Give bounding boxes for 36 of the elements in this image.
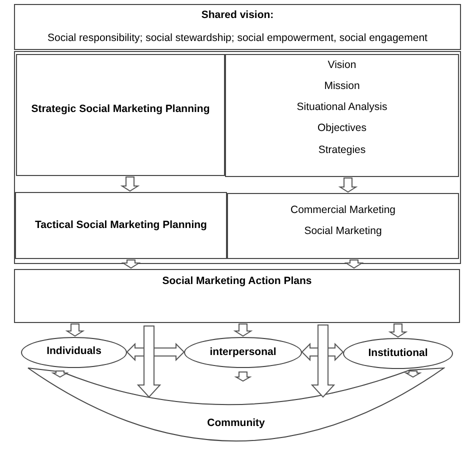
node-label: Mission [324, 80, 360, 94]
node-label: Shared vision: [201, 9, 274, 22]
node-label: Objectives [317, 122, 367, 136]
node-label: Institutional [368, 346, 428, 360]
block-arrow [234, 372, 252, 382]
node-label: Social responsibility; social stewardship; social empowerment, social engagement [48, 32, 428, 45]
node-label: Commercial Marketing [290, 204, 396, 218]
node-label: Social Marketing [304, 225, 382, 238]
text-box [227, 193, 459, 259]
node-label: interpersonal [210, 346, 276, 360]
block-arrow [388, 324, 408, 338]
node-label: Vision [328, 59, 356, 72]
block-arrow [65, 324, 85, 337]
block-arrow [338, 178, 358, 193]
block-arrow [233, 324, 253, 337]
text-box [15, 192, 227, 259]
node-label: Strategies [318, 144, 366, 157]
text-box [14, 269, 460, 323]
text-box [16, 54, 225, 176]
node-label: Tactical Social Marketing Planning [35, 218, 207, 232]
node-label: Strategic Social Marketing Planning [31, 103, 210, 116]
arc-band [27, 366, 445, 442]
block-arrow [136, 326, 162, 398]
block-arrow [344, 260, 364, 269]
node-label: Individuals [46, 344, 102, 358]
block-arrow [404, 370, 422, 378]
block-arrow [310, 324, 336, 398]
frame-border [14, 51, 461, 264]
block-arrow [51, 370, 69, 378]
text-box [14, 4, 461, 50]
block-arrow [120, 176, 140, 192]
node-label: Situational Analysis [296, 101, 388, 114]
node-label: Community [207, 416, 265, 430]
text-box [225, 54, 459, 177]
node-label: Social Marketing Action Plans [162, 275, 312, 288]
block-arrow [121, 260, 141, 269]
